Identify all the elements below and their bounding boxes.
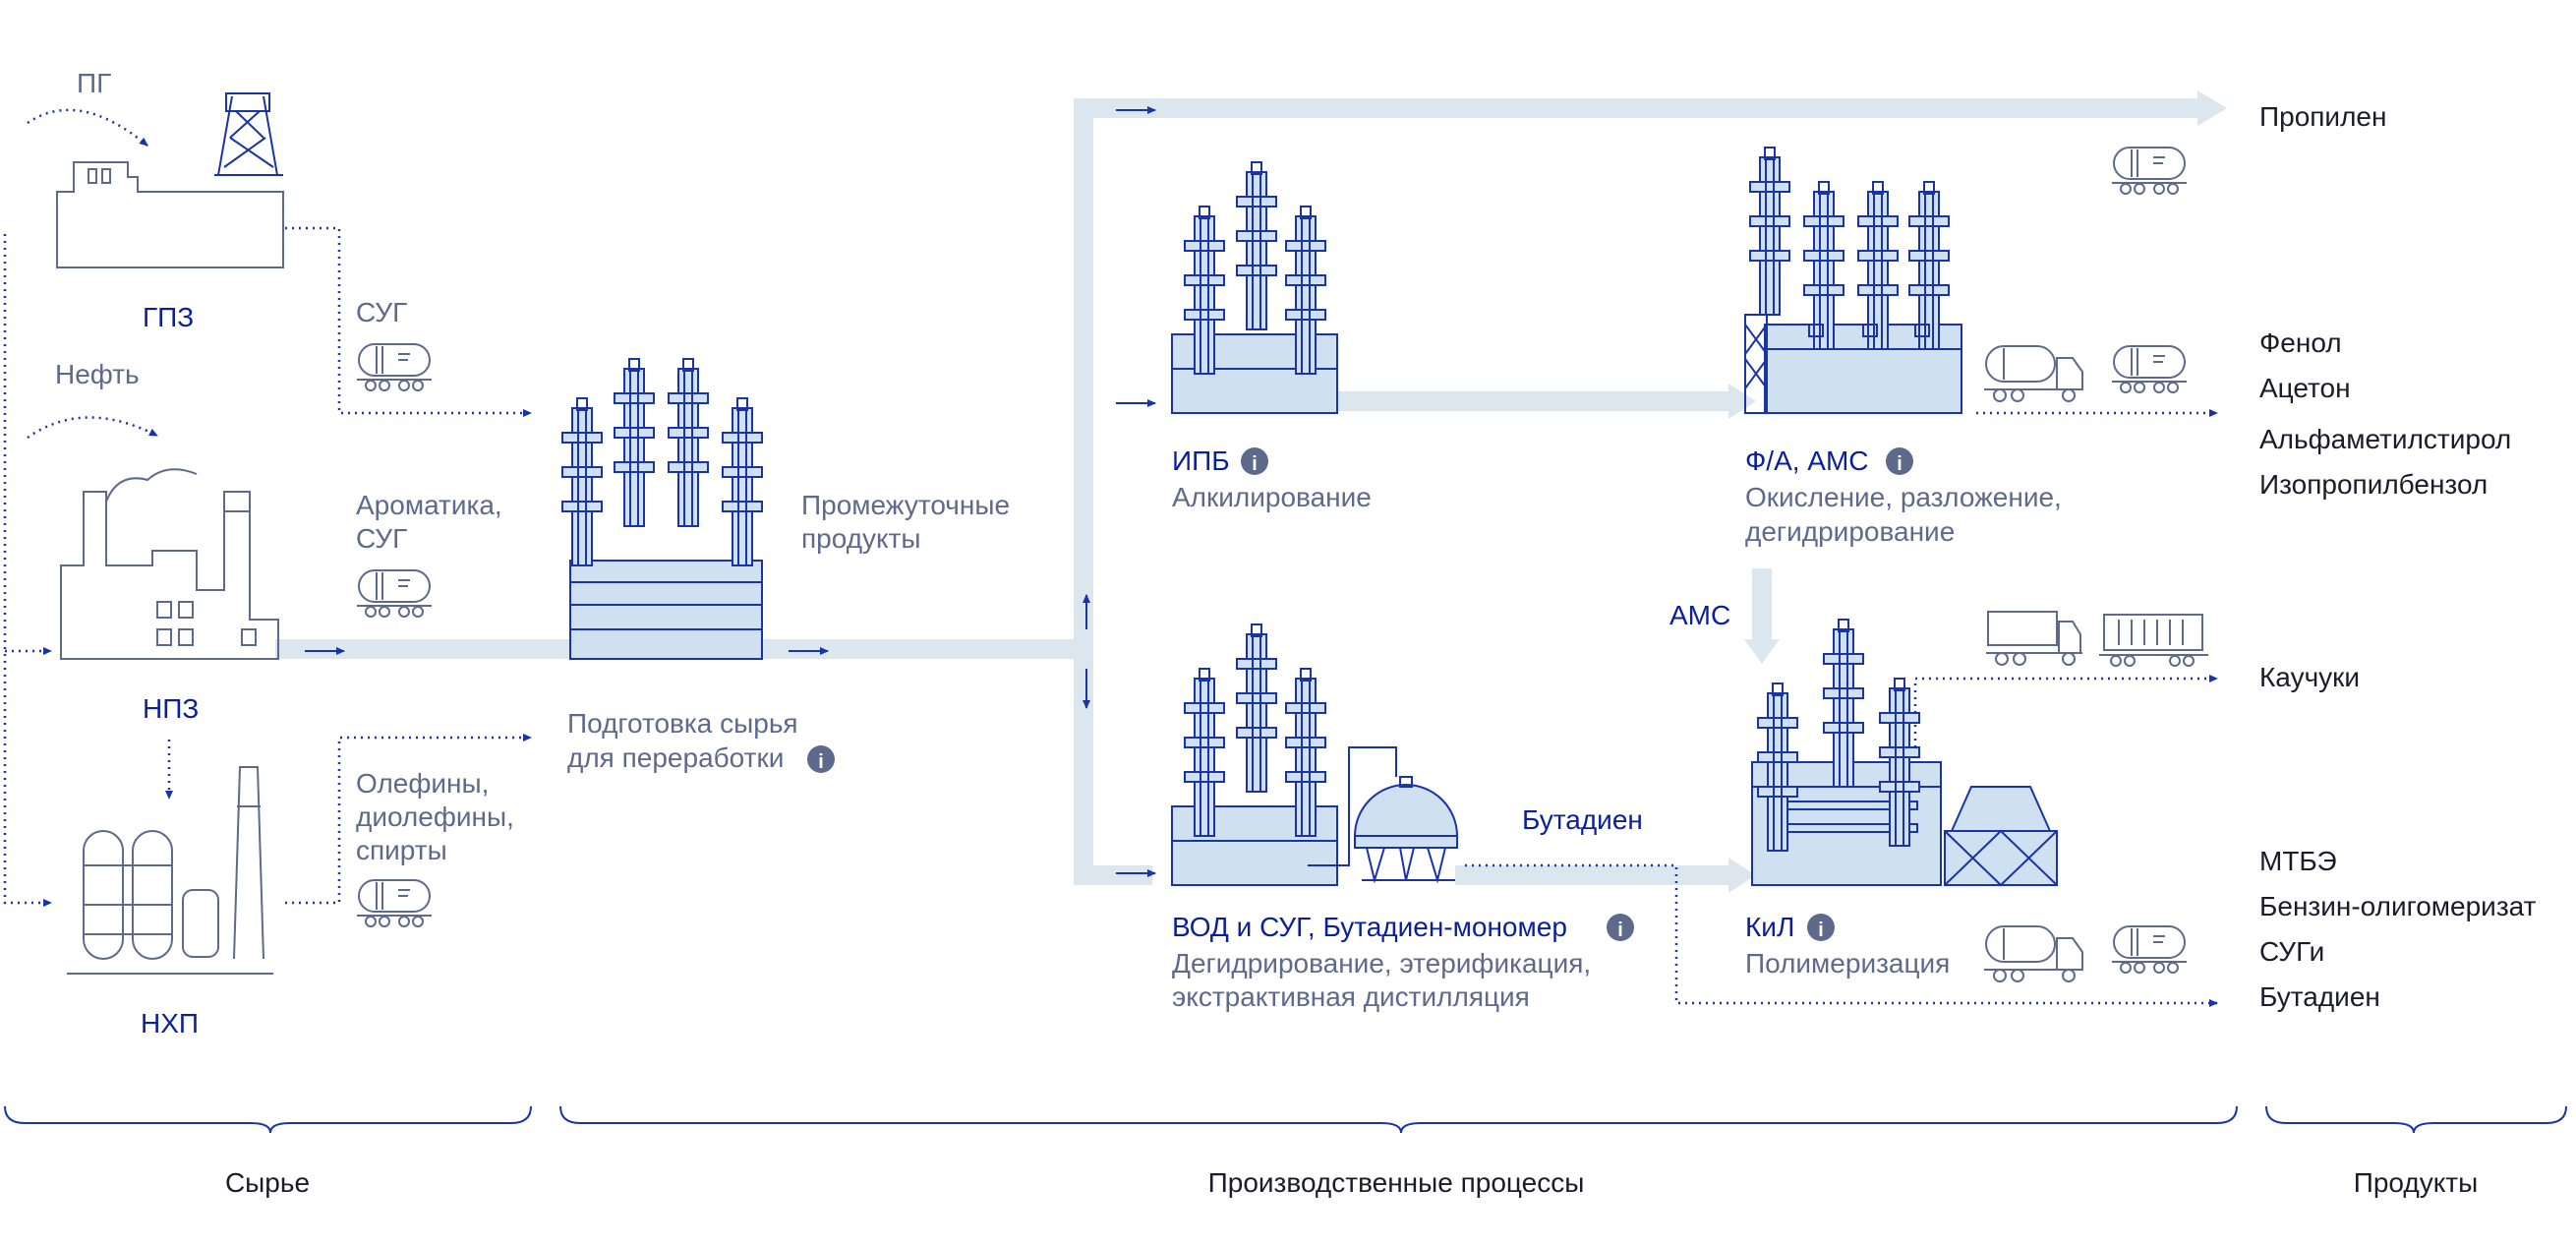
products-brace <box>2265 1105 2567 1134</box>
kil-title: КиЛ <box>1745 912 1794 942</box>
aromatics-label-line2: СУГ <box>356 523 407 554</box>
vod-flow-band <box>1074 865 1152 885</box>
prep-label-line2: для переработки <box>567 742 784 773</box>
ipb-flow-band <box>1074 391 1091 411</box>
vod-info-icon[interactable]: i <box>1607 914 1634 941</box>
ipb-unit-icon <box>1171 161 1338 414</box>
butadiene-arrowhead <box>1728 858 1756 893</box>
tank-car-icon <box>2111 147 2188 195</box>
vod-unit-icon <box>1171 623 1459 886</box>
product-acetone: Ацетон <box>2259 373 2351 403</box>
butadiene-flow-label: Бутадиен <box>1522 804 1643 835</box>
fa-ams-unit-icon <box>1744 147 1962 414</box>
product-mtbe: МТБЭ <box>2259 846 2337 876</box>
propylene-arrowhead <box>2197 90 2227 126</box>
flow-small-arrows <box>305 106 1156 877</box>
butadiene-flow-band <box>1455 865 1730 885</box>
vod-desc-line1: Дегидрирование, этерификация, <box>1172 948 1591 979</box>
olefins-label-line3: спирты <box>356 835 447 865</box>
raw-brace <box>4 1105 532 1134</box>
olefins-label-line2: диолефины, <box>356 801 514 832</box>
product-butadiene: Бутадиен <box>2259 981 2380 1012</box>
gpz-plant-icon <box>56 92 284 268</box>
product-propylene: Пропилен <box>2259 101 2386 132</box>
alkylation-arrowhead <box>1728 384 1756 419</box>
sug-feed-label: СУГ <box>356 297 407 327</box>
kil-unit-icon <box>1751 619 2058 887</box>
ipb-description: Алкилирование <box>1172 482 1372 512</box>
product-ams: Альфаметилстирол <box>2259 424 2511 454</box>
svg-text:i: i <box>1617 920 1623 941</box>
gpz-label: ГПЗ <box>143 302 194 332</box>
ams-flow-label: АМС <box>1669 600 1730 630</box>
vertical-distributor <box>1074 98 1093 885</box>
tank-car-icon <box>2111 925 2188 974</box>
boxcar-icon <box>2099 614 2208 667</box>
npz-label: НПЗ <box>143 693 199 724</box>
svg-text:i: i <box>1818 920 1824 941</box>
propylene-flow-band <box>1074 98 2199 118</box>
product-cumene: Изопропилбензол <box>2259 469 2488 500</box>
svg-text:i: i <box>818 751 824 773</box>
raw-prep-unit-icon <box>561 358 763 660</box>
svg-text:i: i <box>1897 453 1903 475</box>
vod-title: ВОД и СУГ, Бутадиен-мономер <box>1172 912 1567 942</box>
product-oligomer: Бензин-олигомеризат <box>2259 891 2537 921</box>
footer-raw: Сырье <box>225 1167 310 1198</box>
alkylation-flow-band <box>1337 391 1730 411</box>
nhp-plant-icon <box>67 766 273 975</box>
ipb-info-icon[interactable]: i <box>1241 447 1268 475</box>
prep-label-line1: Подготовка сырья <box>567 708 798 739</box>
product-lpg: СУГи <box>2259 936 2324 967</box>
tank-car-icon <box>356 343 433 391</box>
truck-icon <box>1986 611 2082 666</box>
tank-car-icon <box>356 879 433 927</box>
olefins-label-line1: Олефины, <box>356 768 489 799</box>
ams-arrowhead <box>1744 639 1780 664</box>
kil-description: Полимеризация <box>1745 948 1950 979</box>
fa-ams-title: Ф/А, АМС <box>1745 445 1869 476</box>
tanker-truck-icon <box>1983 345 2083 402</box>
flow-bands <box>275 90 2227 893</box>
product-phenol: Фенол <box>2259 327 2342 358</box>
aromatics-label-line1: Ароматика, <box>356 490 502 520</box>
kil-info-icon[interactable]: i <box>1807 914 1835 941</box>
dotted-connectors <box>3 108 2218 1007</box>
footer-products: Продукты <box>2354 1167 2479 1198</box>
processes-brace <box>559 1105 2238 1134</box>
npz-plant-icon <box>60 468 279 660</box>
pg-label: ПГ <box>77 68 111 98</box>
tanker-truck-icon <box>1983 925 2083 982</box>
fa-ams-desc-line2: дегидрирование <box>1745 516 1955 547</box>
svg-text:i: i <box>1252 453 1258 475</box>
ams-flow-band <box>1752 568 1772 642</box>
fa-ams-desc-line1: Окисление, разложение, <box>1745 482 2062 512</box>
ipb-title: ИПБ <box>1172 445 1230 476</box>
intermediate-label-line2: продукты <box>801 523 921 554</box>
nhp-label: НХП <box>141 1008 199 1038</box>
prep-info-icon[interactable]: i <box>807 745 835 773</box>
oil-label: Нефть <box>55 359 140 389</box>
product-rubbers: Каучуки <box>2259 662 2360 692</box>
fa-ams-info-icon[interactable]: i <box>1886 447 1913 475</box>
tank-car-icon <box>356 569 433 618</box>
tank-car-icon <box>2111 345 2188 393</box>
footer-processes: Производственные процессы <box>1208 1167 1585 1198</box>
intermediate-label-line1: Промежуточные <box>801 490 1010 520</box>
vod-desc-line2: экстрактивная дистилляция <box>1172 981 1530 1012</box>
